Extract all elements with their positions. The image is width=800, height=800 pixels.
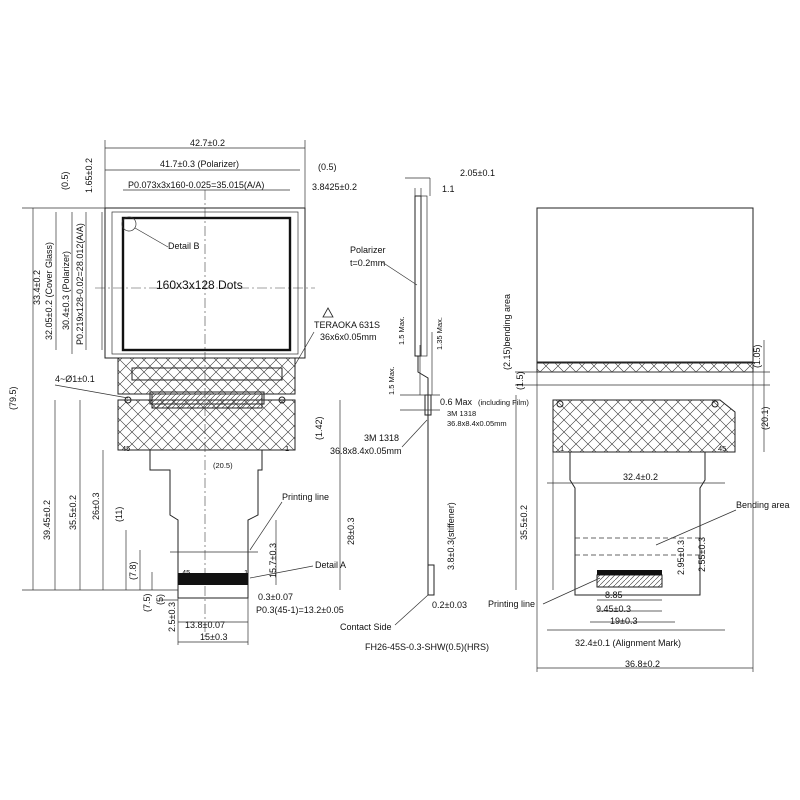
back-pad-45: 45 — [718, 444, 726, 453]
dim-15max-a: 1.5 Max. — [397, 316, 406, 345]
dim-205-front: (20.5) — [213, 461, 233, 470]
side-view — [400, 177, 440, 596]
dim-28: 28±0.3 — [346, 518, 356, 545]
hole-callout: 4~Ø1±0.1 — [55, 374, 95, 384]
dim-78: (7.8) — [128, 561, 138, 580]
dim-11: (11) — [114, 507, 124, 522]
dim-right-offset: (0.5) — [318, 162, 337, 172]
dim-105: (1.05) — [752, 344, 762, 368]
dim-19: 19±0.3 — [610, 616, 637, 626]
dim-pin-pitch: P0.3(45-1)=13.2±0.05 — [256, 605, 344, 615]
dim-205-side: 2.05±0.1 — [460, 168, 495, 178]
pin-1-label: 1 — [244, 568, 248, 577]
dim-02: 0.2±0.03 — [432, 600, 467, 610]
dim-total-width: 42.7±0.2 — [190, 138, 225, 148]
dim-total-glass-h: 33.4±0.2 — [32, 270, 42, 305]
dim-top-offset: 1.65±0.2 — [84, 158, 94, 193]
dim-75: (7.5) — [142, 593, 152, 612]
back-pad-1: 1 — [560, 444, 564, 453]
polarizer-thickness: t=0.2mm — [350, 258, 385, 268]
dim-25: 2.5±0.3 — [167, 602, 177, 632]
dim-15: 15±0.3 — [200, 632, 227, 642]
active-area-label: 160x3x128 Dots — [156, 278, 243, 292]
dim-945: 9.45±0.3 — [596, 604, 631, 614]
dim-pitch-x: P0.073x3x160-0.025=35.015(A/A) — [128, 180, 264, 190]
polarizer-label: Polarizer — [350, 245, 386, 255]
pad-45-label: 45 — [122, 444, 130, 453]
dim-138: 13.8±0.07 — [185, 620, 225, 630]
dim-06max-note: (including Film) — [478, 398, 529, 407]
dim-295: 2.95±0.3 — [676, 540, 686, 575]
dim-324-mark: 32.4±0.1 (Alignment Mark) — [575, 638, 681, 648]
printing-line-front: Printing line — [282, 492, 329, 502]
dim-324-back: 32.4±0.2 — [623, 472, 658, 482]
tape-spec-size: 36x6x0.05mm — [320, 332, 377, 342]
dim-38: 3.8±0.3(stiffener) — [446, 502, 456, 570]
dim-06max: 0.6 Max — [440, 397, 473, 407]
detail-a-label: Detail A — [315, 560, 346, 570]
dim-11-side: 1.1 — [442, 184, 455, 194]
dim-15max-b: 1.5 Max. — [387, 366, 396, 395]
contact-side-label: Contact Side — [340, 622, 392, 632]
dim-135max: 1.35 Max. — [435, 317, 444, 350]
dim-26: 26±0.3 — [91, 493, 101, 520]
dim-pin-width: 0.3±0.07 — [258, 592, 293, 602]
tape-spec-name: TERAOKA 631S — [314, 320, 380, 330]
detail-b-label: Detail B — [168, 241, 200, 251]
dim-157: 15.7±0.3 — [268, 543, 278, 578]
dim-5: (5) — [155, 594, 165, 605]
connector-part: FH26-45S-0.3-SHW(0.5)(HRS) — [365, 642, 489, 652]
tape-3m-a: 3M 1318 — [447, 409, 476, 418]
dim-355-back: 35.5±0.2 — [519, 505, 529, 540]
tape-3m-a-size: 36.8x8.4x0.05mm — [447, 419, 507, 428]
dim-polarizer-h: 30.4±0.3 (Polarizer) — [61, 251, 71, 330]
printing-line-back: Printing line — [488, 599, 535, 609]
dim-aa-offset-x: 3.8425±0.2 — [312, 182, 357, 192]
dim-201: (20.1) — [760, 406, 770, 430]
dim-885: 8.85 — [605, 590, 623, 600]
dim-3945: 39.45±0.2 — [42, 500, 52, 540]
back-view — [515, 207, 770, 672]
dim-top-gap: (0.5) — [60, 171, 70, 190]
dim-142: (1.42) — [314, 416, 324, 440]
dim-overall-h: (79.5) — [8, 386, 18, 410]
bending-area-label: Bending area — [736, 500, 790, 510]
dim-polarizer-width: 41.7±0.3 (Polarizer) — [160, 159, 239, 169]
dim-255: 2.55±0.3 — [697, 537, 707, 572]
pad-1-label: 1 — [285, 444, 289, 453]
front-view — [22, 140, 341, 645]
dim-215: (2.15)bending area — [502, 294, 512, 370]
warning-icon — [322, 307, 334, 318]
dim-355-front: 35.5±0.2 — [68, 495, 78, 530]
pin-45-label: 45 — [182, 568, 190, 577]
dim-15-back: (1.5) — [515, 371, 525, 390]
dim-pitch-y: P0.219x128-0.02=28.012(A/A) — [75, 223, 85, 345]
dim-cover-glass-h: 32.05±0.2 (Cover Glass) — [44, 242, 54, 340]
dim-368: 36.8±0.2 — [625, 659, 660, 669]
tape-3m-b-size: 36.8x8.4x0.05mm — [330, 446, 402, 456]
tape-3m-b: 3M 1318 — [364, 433, 399, 443]
